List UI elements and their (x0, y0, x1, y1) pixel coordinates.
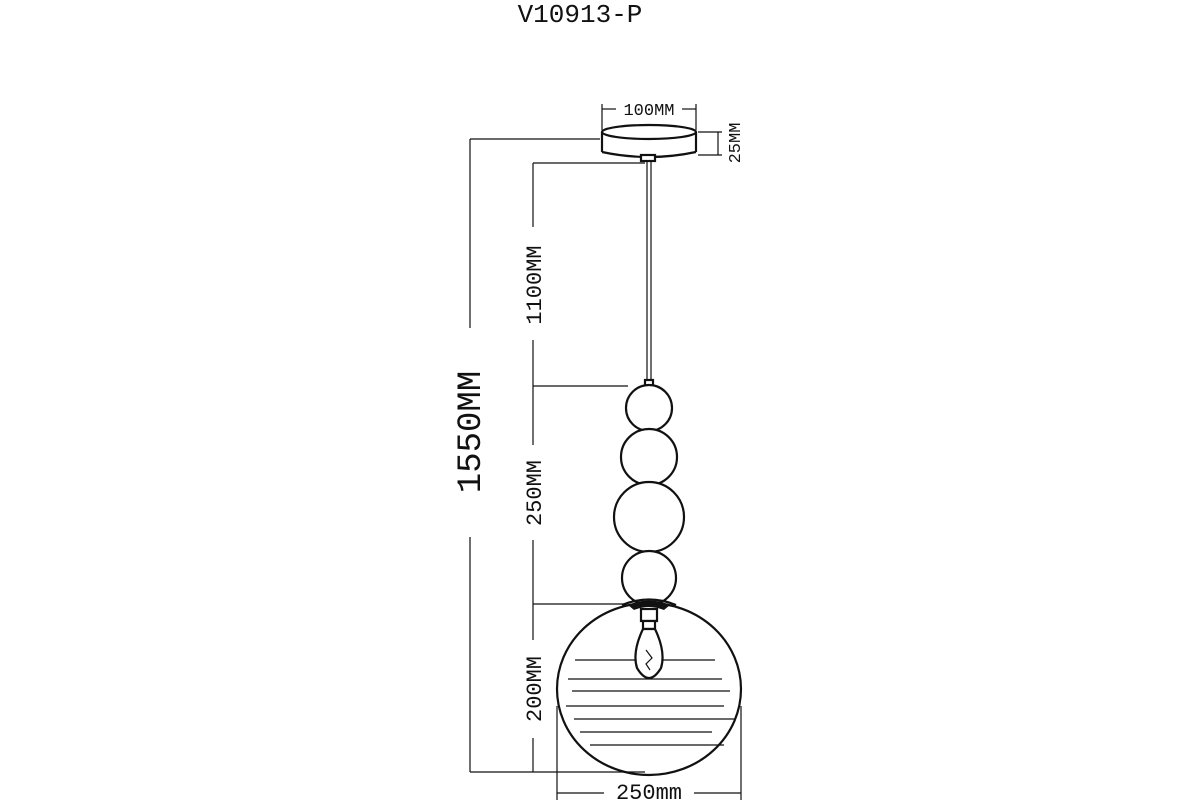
light-bulb (634, 607, 664, 680)
cable-length-dimension: 1100MM (523, 162, 645, 387)
total-height-label: 1550MM (453, 371, 491, 493)
shade-width-label: 250mm (616, 781, 682, 800)
beads-height-label: 250MM (523, 460, 548, 526)
shade-height-label: 200MM (523, 656, 548, 722)
canopy (600, 123, 698, 163)
beads-height-dimension: 250MM (523, 386, 626, 605)
shade-width-dimension: 250mm (556, 706, 742, 800)
cable-length-label: 1100MM (523, 245, 548, 324)
canopy-width-label: 100MM (623, 102, 674, 121)
canopy-height-label: 25MM (727, 123, 746, 164)
glass-shade (555, 598, 743, 777)
suspension-cable (643, 161, 655, 388)
total-height-dimension: 1550MM (453, 138, 645, 773)
canopy-height-dimension: 25MM (698, 123, 746, 164)
bead-stack (612, 383, 686, 607)
canopy-width-dimension: 100MM (601, 102, 697, 130)
shade-height-dimension: 200MM (523, 604, 548, 772)
model-title: V10913-P (518, 0, 643, 30)
